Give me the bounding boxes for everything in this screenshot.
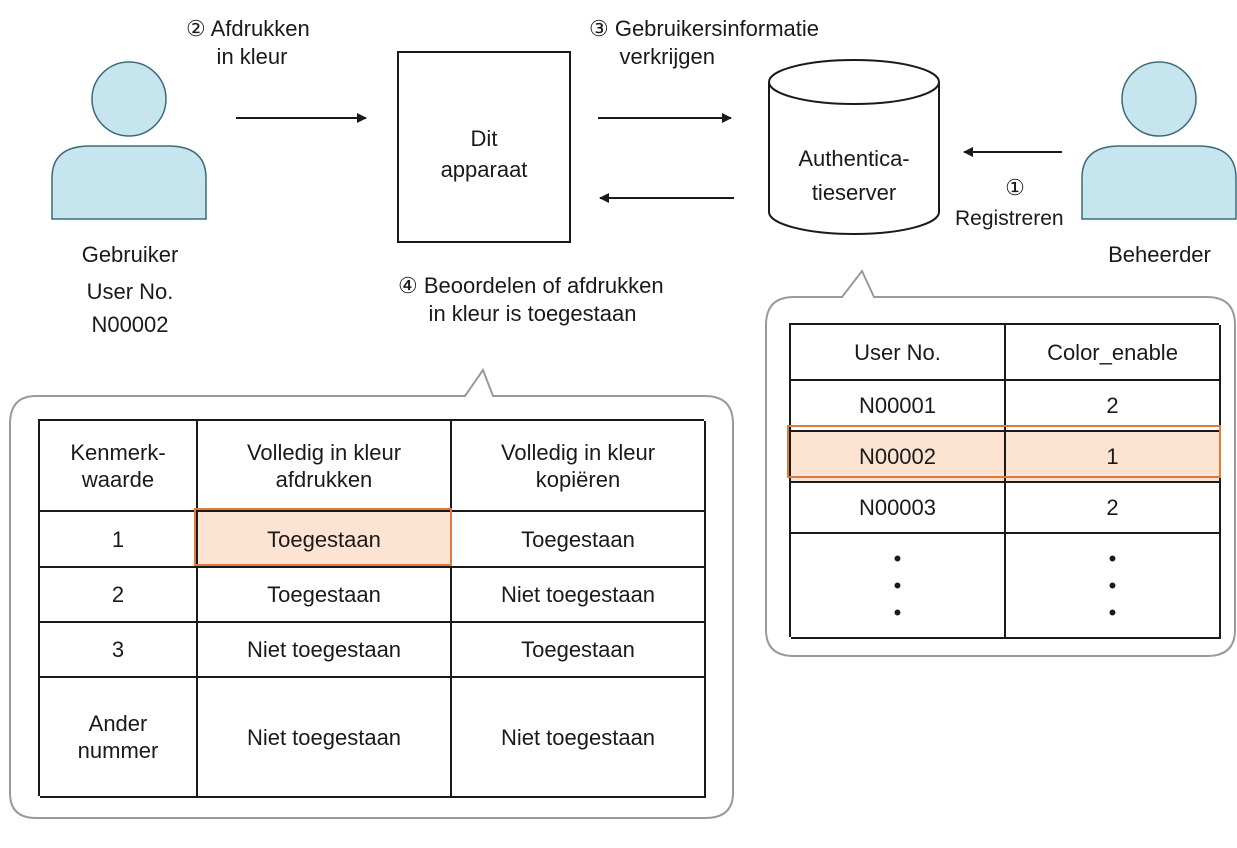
table-header: Volledig in kleur kopiëren (452, 421, 706, 512)
admin-person-icon (1081, 61, 1237, 220)
table-cell: 1 (40, 512, 198, 568)
step-3-label: ③ Gebruikersinformatie verkrijgen (589, 16, 820, 69)
table-cell: Toegestaan (452, 512, 706, 568)
user-number-label: User No. (86, 279, 174, 304)
device-box (397, 51, 571, 243)
table-header: Kenmerk- waarde (40, 421, 198, 512)
table-cell-highlighted: 1 (1006, 432, 1221, 483)
table-header: Color_enable (1006, 325, 1221, 381)
table-cell-highlighted: Toegestaan (198, 512, 452, 568)
step-4-label: ④ Beoordelen of afdrukken in kleur is to… (398, 273, 664, 326)
table-cell: 2 (40, 568, 198, 623)
step-2-label: ② Afdrukken in kleur (186, 16, 310, 69)
user-person-icon (51, 61, 207, 220)
device-label: Dit apparaat (440, 126, 528, 182)
user-label: Gebruiker (81, 242, 179, 267)
table-cell: 3 (40, 623, 198, 678)
table-cell: 2 (1006, 381, 1221, 432)
step-1-number: ① (1005, 175, 1025, 200)
server-cylinder-icon (768, 59, 940, 235)
table-header: User No. (791, 325, 1006, 381)
table-cell: 2 (1006, 483, 1221, 534)
ellipsis-dots: • • • (1006, 534, 1221, 639)
step-1-label: Registreren (955, 207, 1064, 230)
table-cell: Ander nummer (40, 678, 198, 798)
table-cell: Toegestaan (452, 623, 706, 678)
server-label: Authentica- tieserver (798, 146, 910, 205)
table-cell: Niet toegestaan (452, 678, 706, 798)
permission-table: Kenmerk- waarde Volledig in kleur afdruk… (38, 419, 706, 798)
table-header: Volledig in kleur afdrukken (198, 421, 452, 512)
table-cell: Niet toegestaan (452, 568, 706, 623)
table-cell: Niet toegestaan (198, 623, 452, 678)
user-number: N00002 (91, 312, 169, 337)
table-cell: Toegestaan (198, 568, 452, 623)
table-cell: Niet toegestaan (198, 678, 452, 798)
admin-label: Beheerder (1108, 242, 1211, 267)
table-cell: N00003 (791, 483, 1006, 534)
table-cell: N00001 (791, 381, 1006, 432)
user-color-table: User No. Color_enable N00001 2 N00002 1 … (789, 323, 1221, 639)
ellipsis-dots: • • • (791, 534, 1006, 639)
table-cell-highlighted: N00002 (791, 432, 1006, 483)
